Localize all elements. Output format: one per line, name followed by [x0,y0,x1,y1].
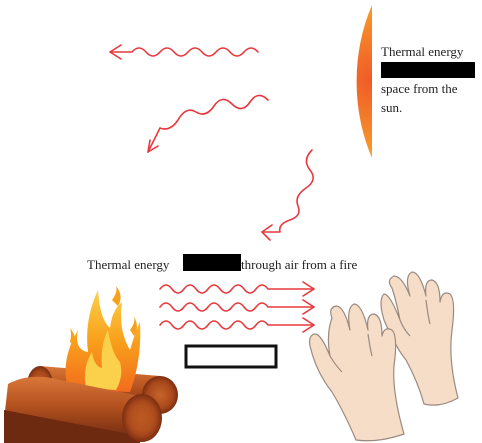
sun-caption-line-1: Thermal energy [381,44,464,59]
fire-wave-arrow-3 [159,320,315,330]
right-hand [380,271,459,406]
sun-heat-arrows [109,44,314,241]
fire-caption-redaction [183,254,241,271]
fire-caption-before: Thermal energy [87,257,170,272]
fire-wave-arrow-1-head [302,281,315,297]
fire-wave-arrow-3-head [302,317,315,333]
heat-wave-arrow-1-head [109,44,122,60]
heat-wave-arrow-2 [147,94,269,153]
front-log [4,376,162,443]
sun-caption-line-3: space from the [381,81,458,96]
fire-wave-arrow-2 [159,302,315,312]
hands [309,271,459,442]
flames [65,286,141,392]
answer-box[interactable] [184,344,278,369]
fire-heat-arrows [159,281,315,333]
sun [356,5,372,158]
heat-wave-arrow-2-head [147,139,159,153]
heat-wave-arrow-3 [261,149,314,233]
sun-caption-line-4: sun. [381,100,402,115]
heat-wave-arrow-3-head [261,224,273,241]
fire-caption-after: through air from a fire [241,257,357,272]
fire-wave-arrow-2-head [302,299,315,315]
campfire [4,286,178,443]
fire-wave-arrow-1 [159,284,315,294]
sun-caption-redaction [381,62,475,78]
left-hand [309,303,405,442]
heat-wave-arrow-1 [109,47,259,57]
